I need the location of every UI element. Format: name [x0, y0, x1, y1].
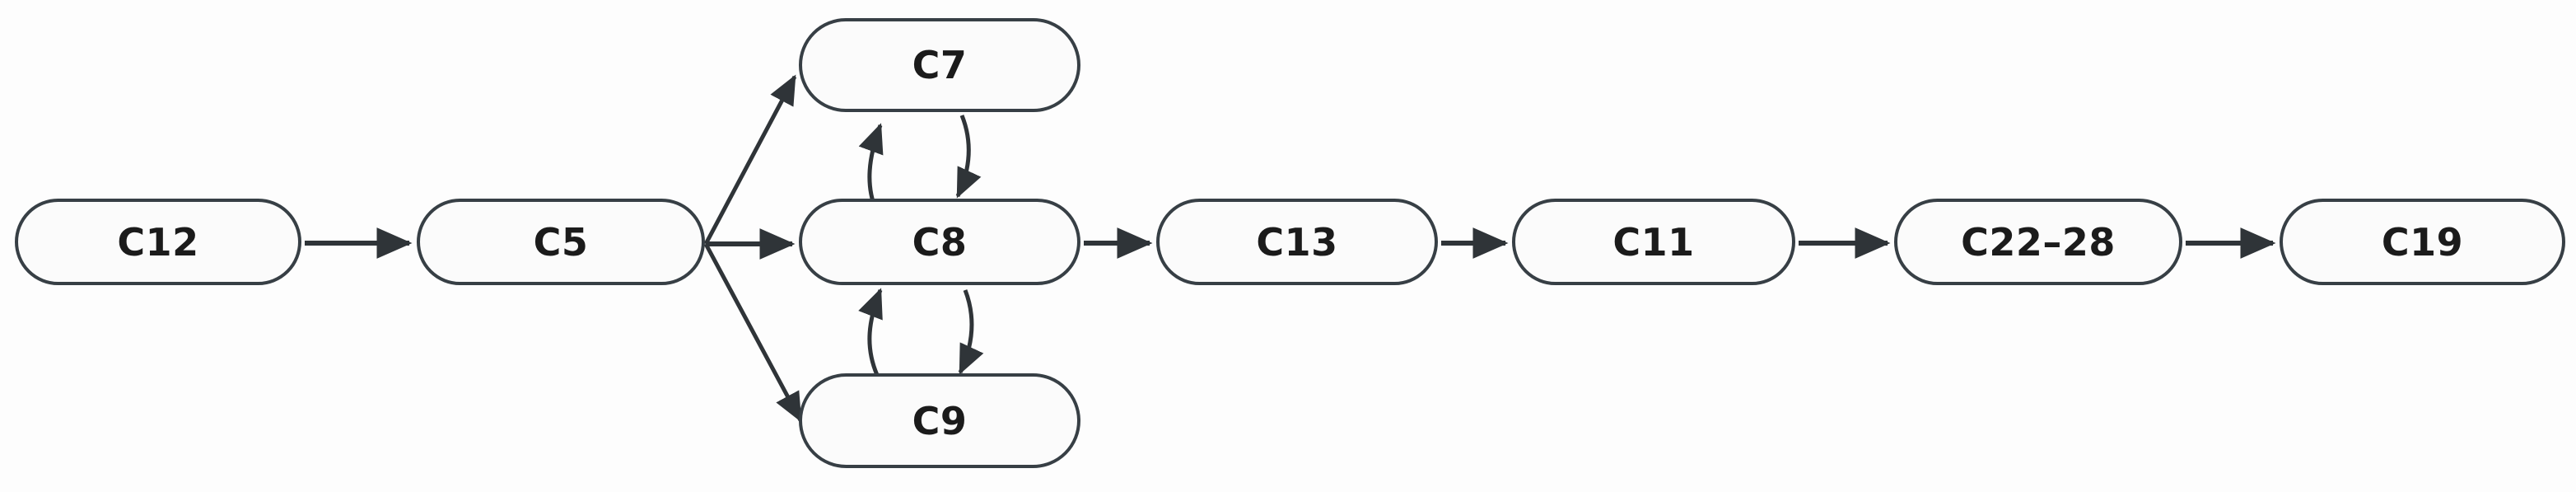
node-c19[interactable]: C19: [2280, 199, 2565, 285]
node-label-c12: C12: [117, 219, 199, 265]
node-label-c19: C19: [2381, 219, 2464, 265]
node-c22-28[interactable]: C22–28: [1894, 199, 2182, 285]
node-c11[interactable]: C11: [1512, 199, 1795, 285]
node-label-c9: C9: [912, 398, 968, 443]
edge-c9-to-c8: [858, 288, 883, 376]
node-c5[interactable]: C5: [417, 199, 705, 285]
edge-c8-to-c9: [958, 289, 984, 375]
node-label-c22-28: C22–28: [1961, 219, 2116, 265]
node-label-c5: C5: [533, 219, 589, 265]
node-c9[interactable]: C9: [799, 373, 1080, 468]
node-c7[interactable]: C7: [799, 18, 1080, 112]
node-label-c11: C11: [1612, 219, 1695, 265]
node-label-c7: C7: [912, 43, 968, 87]
node-c13[interactable]: C13: [1156, 199, 1438, 285]
edge-c7-to-c8: [955, 115, 982, 199]
node-label-c13: C13: [1256, 219, 1338, 265]
node-c12[interactable]: C12: [15, 199, 301, 285]
edge-c5-to-c7: [703, 74, 797, 246]
node-c8[interactable]: C8: [799, 199, 1080, 285]
node-label-c8: C8: [912, 219, 968, 265]
edge-c5-to-c9: [703, 242, 803, 423]
